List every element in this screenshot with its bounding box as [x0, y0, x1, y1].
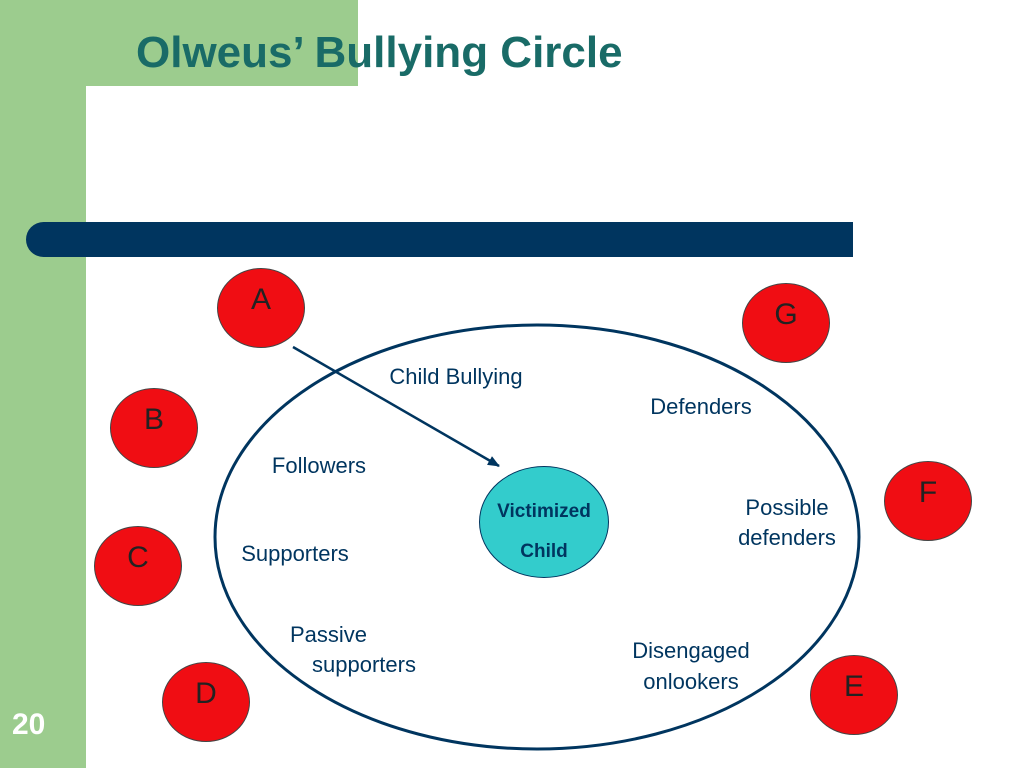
role-disengaged-onlookers-line2: onlookers [643, 669, 739, 694]
slide-title: Olweus’ Bullying Circle [136, 28, 623, 77]
node-a: A [217, 268, 305, 348]
node-f: F [884, 461, 972, 541]
content-panel [86, 86, 1024, 768]
role-defenders: Defenders [650, 394, 752, 419]
slide-number: 20 [12, 708, 46, 741]
victim-label-line1: Victimized [497, 501, 591, 522]
role-possible-defenders-line1: Possible [745, 495, 829, 520]
left-green-band [0, 0, 86, 768]
node-b: B [110, 388, 198, 468]
victimized-child-circle: Victimized Child [479, 466, 609, 578]
role-possible-defenders-line2: defenders [738, 525, 836, 550]
bullying-arrow [292, 345, 500, 468]
role-followers: Followers [271, 453, 367, 478]
node-g: G [742, 283, 830, 363]
victim-label-line2: Child [520, 541, 568, 562]
node-c: C [94, 526, 182, 606]
role-disengaged-onlookers-line1: Disengaged [632, 638, 750, 663]
title-divider-bar [26, 222, 853, 257]
role-child-bullying: Child Bullying [389, 364, 523, 389]
role-passive-supporters-line2: supporters [312, 652, 416, 677]
role-supporters: Supporters [241, 541, 349, 566]
node-e: E [810, 655, 898, 735]
top-green-band [0, 0, 358, 86]
node-d: D [162, 662, 250, 742]
bullying-circle-outline [213, 323, 861, 751]
role-passive-supporters-line1: Passive [290, 622, 368, 647]
